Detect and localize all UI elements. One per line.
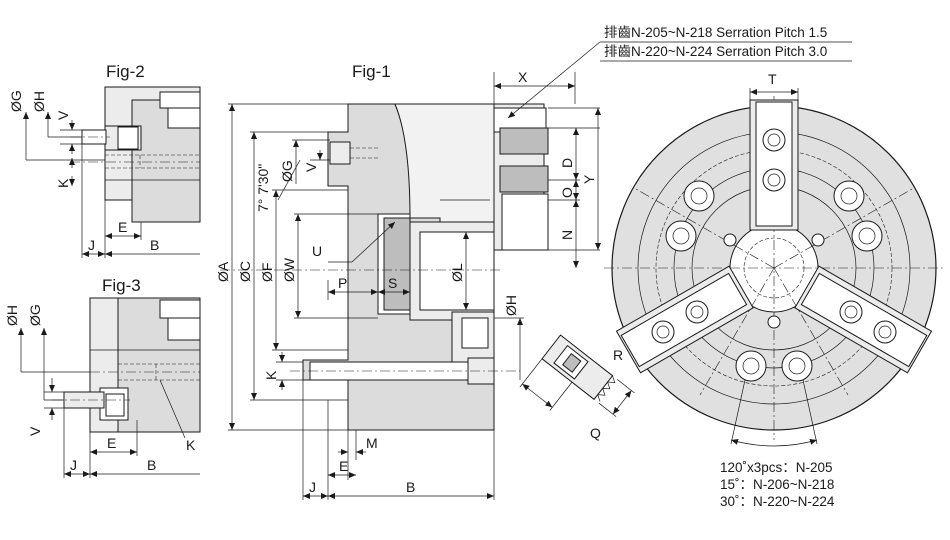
fig1-label-k: K: [263, 370, 279, 380]
bolt-note-3: 30˚：N-220~N-224: [720, 494, 835, 509]
fig2-label-j: J: [88, 237, 95, 253]
fig-1-title: Fig-1: [352, 62, 391, 81]
fig2-label-h: ØH: [31, 91, 47, 112]
fig3-label-j: J: [70, 457, 77, 473]
fig1-label-angle: 7° 7'30": [255, 164, 271, 212]
detail-label-r: R: [613, 347, 623, 363]
bolt-note-2: 15˚：N-206~N-218: [720, 477, 834, 492]
fig1-label-x: X: [518, 69, 528, 85]
fig1-label-n: N: [559, 230, 575, 240]
serration-note-1: 排齒N-205~N-218 Serration Pitch 1.5: [604, 25, 827, 40]
bolt-note-1: 120˚x3pcs：N-205: [720, 460, 833, 475]
fig3-label-k: K: [186, 437, 196, 453]
fig1-label-a: ØA: [215, 261, 231, 282]
serration-callout: 排齒N-205~N-218 Serration Pitch 1.5 排齒N-22…: [507, 25, 852, 119]
fig1-label-m: M: [366, 435, 378, 451]
bolt-angle-notes: 120˚x3pcs：N-205 15˚：N-206~N-218 30˚：N-22…: [720, 460, 835, 509]
fig2-label-g: ØG: [8, 90, 24, 112]
fig1-label-d: D: [559, 158, 575, 168]
fig1-label-y: Y: [581, 174, 597, 184]
front-label-t: T: [768, 71, 777, 87]
fig1-label-g: ØG: [279, 160, 295, 182]
fig3-label-v: V: [27, 426, 43, 436]
body-bolt-icons: [665, 180, 883, 382]
fig1-label-v: V: [303, 162, 319, 172]
fig2-label-b: B: [150, 237, 159, 253]
fig1-label-s: S: [388, 275, 397, 291]
detail-label-q: Q: [590, 425, 601, 441]
fig-3-view: Fig-3 ØH ØG V E K J B: [4, 276, 201, 478]
fig3-label-h: ØH: [4, 305, 20, 326]
serration-note-2: 排齒N-220~N-224 Serration Pitch 3.0: [604, 44, 827, 59]
fig1-label-e: E: [339, 458, 348, 474]
right-jaw: [794, 265, 933, 374]
chuck-front-view: T: [604, 71, 944, 447]
fig2-label-k: K: [55, 178, 71, 188]
left-jaw: [615, 265, 754, 374]
fig1-label-h: ØH: [503, 295, 519, 316]
fig3-label-g: ØG: [27, 304, 43, 326]
jaw-bolt-icons: [651, 128, 897, 344]
jaw-detail-view: [519, 334, 635, 417]
fig1-label-o: O: [559, 187, 575, 198]
fig1-label-u: U: [312, 243, 322, 259]
fig1-label-j: J: [309, 479, 316, 495]
fig1-label-p: P: [338, 275, 347, 291]
fig1-label-c: ØC: [237, 261, 253, 282]
fig1-label-b: B: [406, 479, 415, 495]
top-jaw: [749, 99, 799, 231]
fig2-label-e: E: [118, 219, 127, 235]
fig1-label-l: ØL: [449, 263, 465, 282]
fig-2-view: Fig-2 ØG ØH V K E J B: [8, 62, 201, 258]
fig3-label-e: E: [107, 435, 116, 451]
fig3-label-b: B: [147, 457, 156, 473]
fig-1-view: Fig-1 X: [215, 62, 601, 500]
fig2-label-v: V: [55, 110, 71, 120]
fig1-label-w: ØW: [281, 257, 297, 282]
fig1-label-f: ØF: [259, 263, 275, 282]
fig-2-title: Fig-2: [106, 62, 145, 81]
fig-3-title: Fig-3: [102, 276, 141, 295]
